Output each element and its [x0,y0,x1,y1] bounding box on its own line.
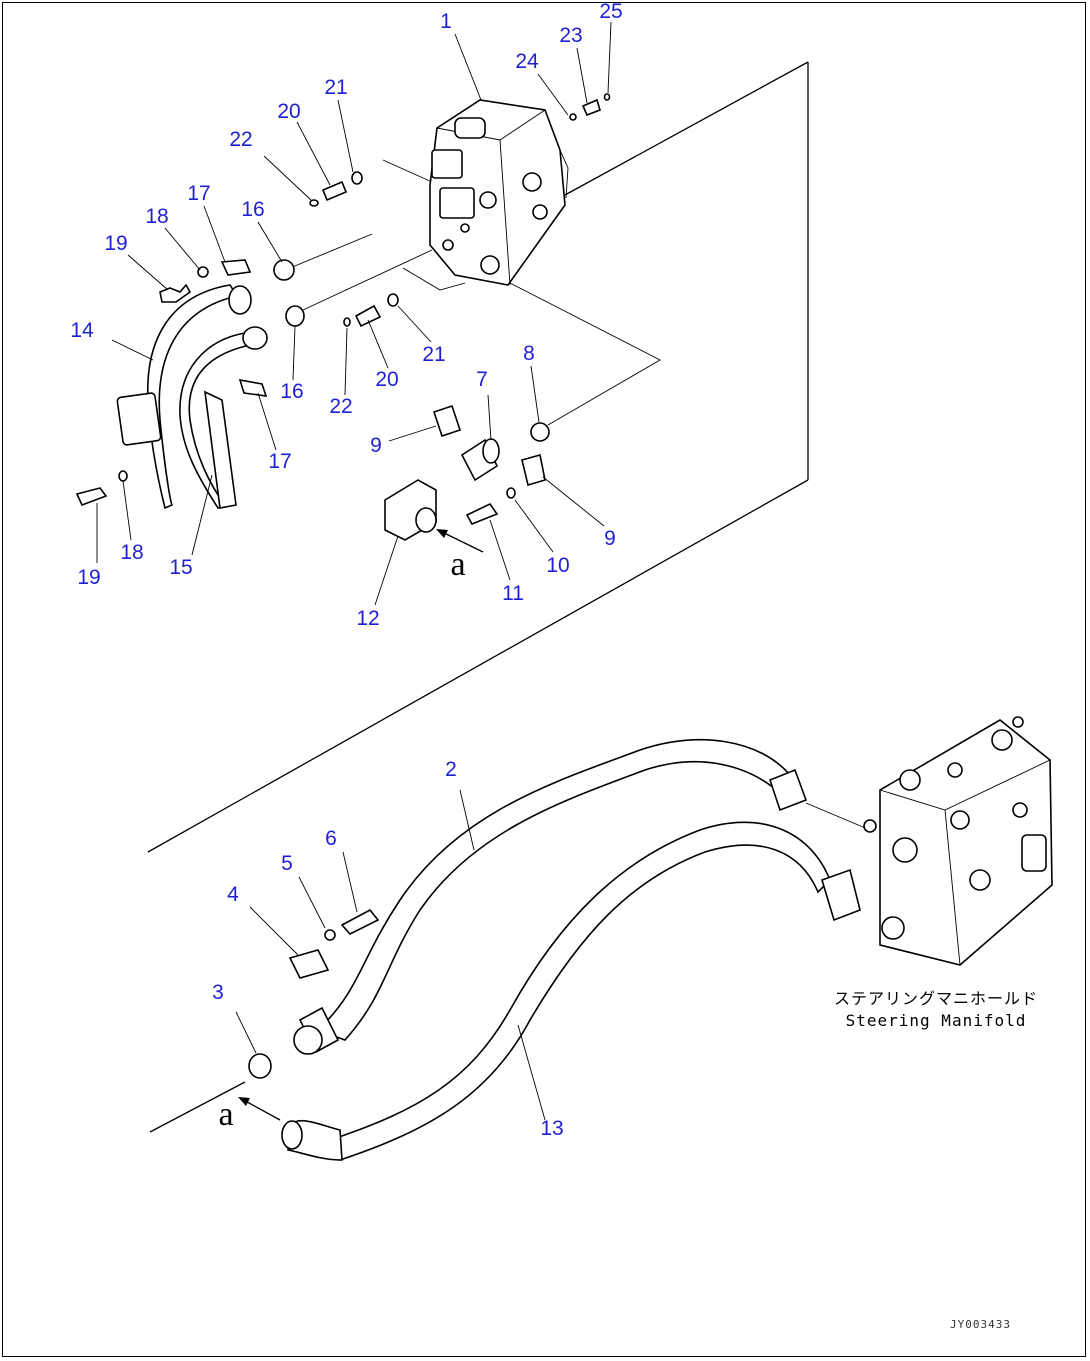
callout-17-lower: 17 [268,450,292,473]
callout-9: 9 [370,434,382,457]
callout-25: 25 [599,0,623,23]
callout-18-lower: 18 [120,541,144,564]
callout-22: 22 [229,128,253,151]
callout-8: 8 [523,342,535,365]
callout-4: 4 [227,883,239,906]
steering-manifold-part [863,716,1053,966]
connection-mark-a-upper: a [450,546,466,583]
assembly-boundary-lines [147,61,809,1133]
callout-24: 24 [515,50,539,73]
callout-2: 2 [445,758,457,781]
callout-17: 17 [187,182,211,205]
callout-9-right: 9 [604,527,616,550]
callout-21: 21 [324,76,348,99]
hose-13 [281,821,861,1161]
callout-6: 6 [325,827,337,850]
assembly-guides [289,159,871,831]
clamps-bolts-upper [75,259,268,507]
callout-11: 11 [502,582,524,605]
o-rings-16 [273,259,305,327]
callout-12: 12 [356,607,380,630]
callout-13: 13 [540,1117,564,1140]
steering-manifold-caption: ステアリングマニホールド Steering Manifold [826,988,1046,1032]
fittings-lower [384,404,550,541]
callout-20-lower: 20 [375,368,399,391]
callout-23: 23 [559,24,583,47]
callout-19-lower: 19 [77,566,101,589]
callout-3: 3 [212,981,224,1004]
callout-15: 15 [169,556,193,579]
callout-18: 18 [145,205,169,228]
tube-14 [116,284,252,510]
flow-arrows [238,529,484,1121]
callout-22-lower: 22 [329,395,353,418]
callout-20: 20 [277,100,301,123]
leader-lines [96,21,612,606]
callout-16-lower: 16 [280,380,304,403]
fittings-upper [309,93,611,328]
lower-leader-lines [235,789,546,1121]
tube-15 [179,326,268,510]
callout-21-lower: 21 [422,343,446,366]
drawing-code: JY003433 [950,1318,1011,1331]
callout-10: 10 [546,554,570,577]
callout-5: 5 [281,852,293,875]
valve-block-part-1 [429,99,569,286]
connection-mark-a-lower: a [218,1096,234,1133]
callout-14: 14 [70,319,94,342]
callout-1: 1 [440,10,452,33]
callout-19: 19 [104,232,128,255]
lower-small-parts [248,908,380,1079]
callout-7: 7 [476,368,488,391]
hose-2 [293,739,808,1055]
caption-japanese: ステアリングマニホールド [833,989,1038,1008]
callout-16: 16 [241,198,265,221]
caption-english: Steering Manifold [845,1011,1027,1030]
